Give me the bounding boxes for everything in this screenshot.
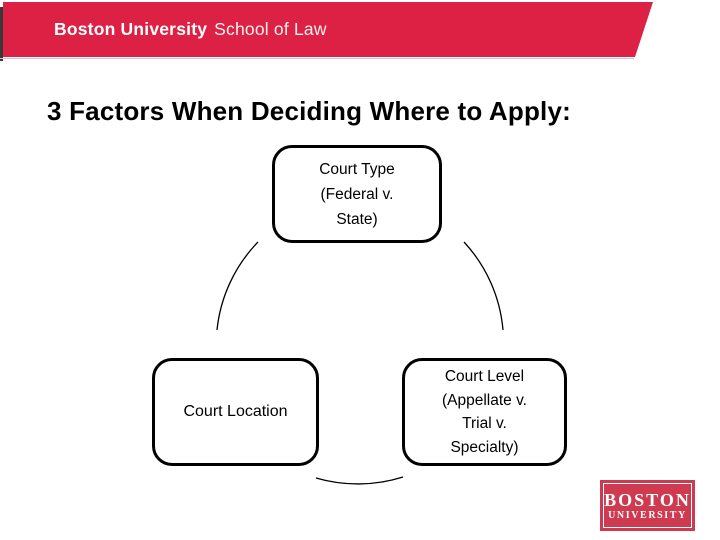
bu-logo-line2: UNIVERSITY bbox=[608, 509, 687, 521]
page-title: 3 Factors When Deciding Where to Apply: bbox=[47, 96, 571, 126]
banner-underline bbox=[0, 58, 634, 59]
banner-brand-text: Boston University School of Law bbox=[54, 2, 327, 57]
banner-left-shadow bbox=[0, 7, 3, 61]
node-court-level: Court Level (Appellate v. Trial v. Speci… bbox=[402, 358, 567, 466]
bu-logo-line1: BOSTON bbox=[604, 489, 691, 510]
header-banner: Boston University School of Law bbox=[3, 2, 653, 57]
banner-brand-regular: School of Law bbox=[214, 19, 327, 39]
node-court-location: Court Location bbox=[152, 358, 319, 466]
cycle-arc-left bbox=[216, 241, 259, 331]
cycle-arc-bottom bbox=[315, 476, 404, 485]
node-court-location-label: Court Location bbox=[183, 403, 288, 420]
node-court-level-label: Court Level (Appellate v. Trial v. Speci… bbox=[441, 368, 527, 456]
banner-brand-bold: Boston University bbox=[54, 19, 208, 39]
bu-logo-inner-border: BOSTON UNIVERSITY bbox=[603, 483, 692, 528]
bu-logo: BOSTON UNIVERSITY bbox=[600, 480, 695, 531]
cycle-arc-right bbox=[463, 241, 504, 331]
node-court-type-label: Court Type (Federal v. State) bbox=[319, 160, 395, 228]
node-court-type: Court Type (Federal v. State) bbox=[272, 145, 442, 243]
